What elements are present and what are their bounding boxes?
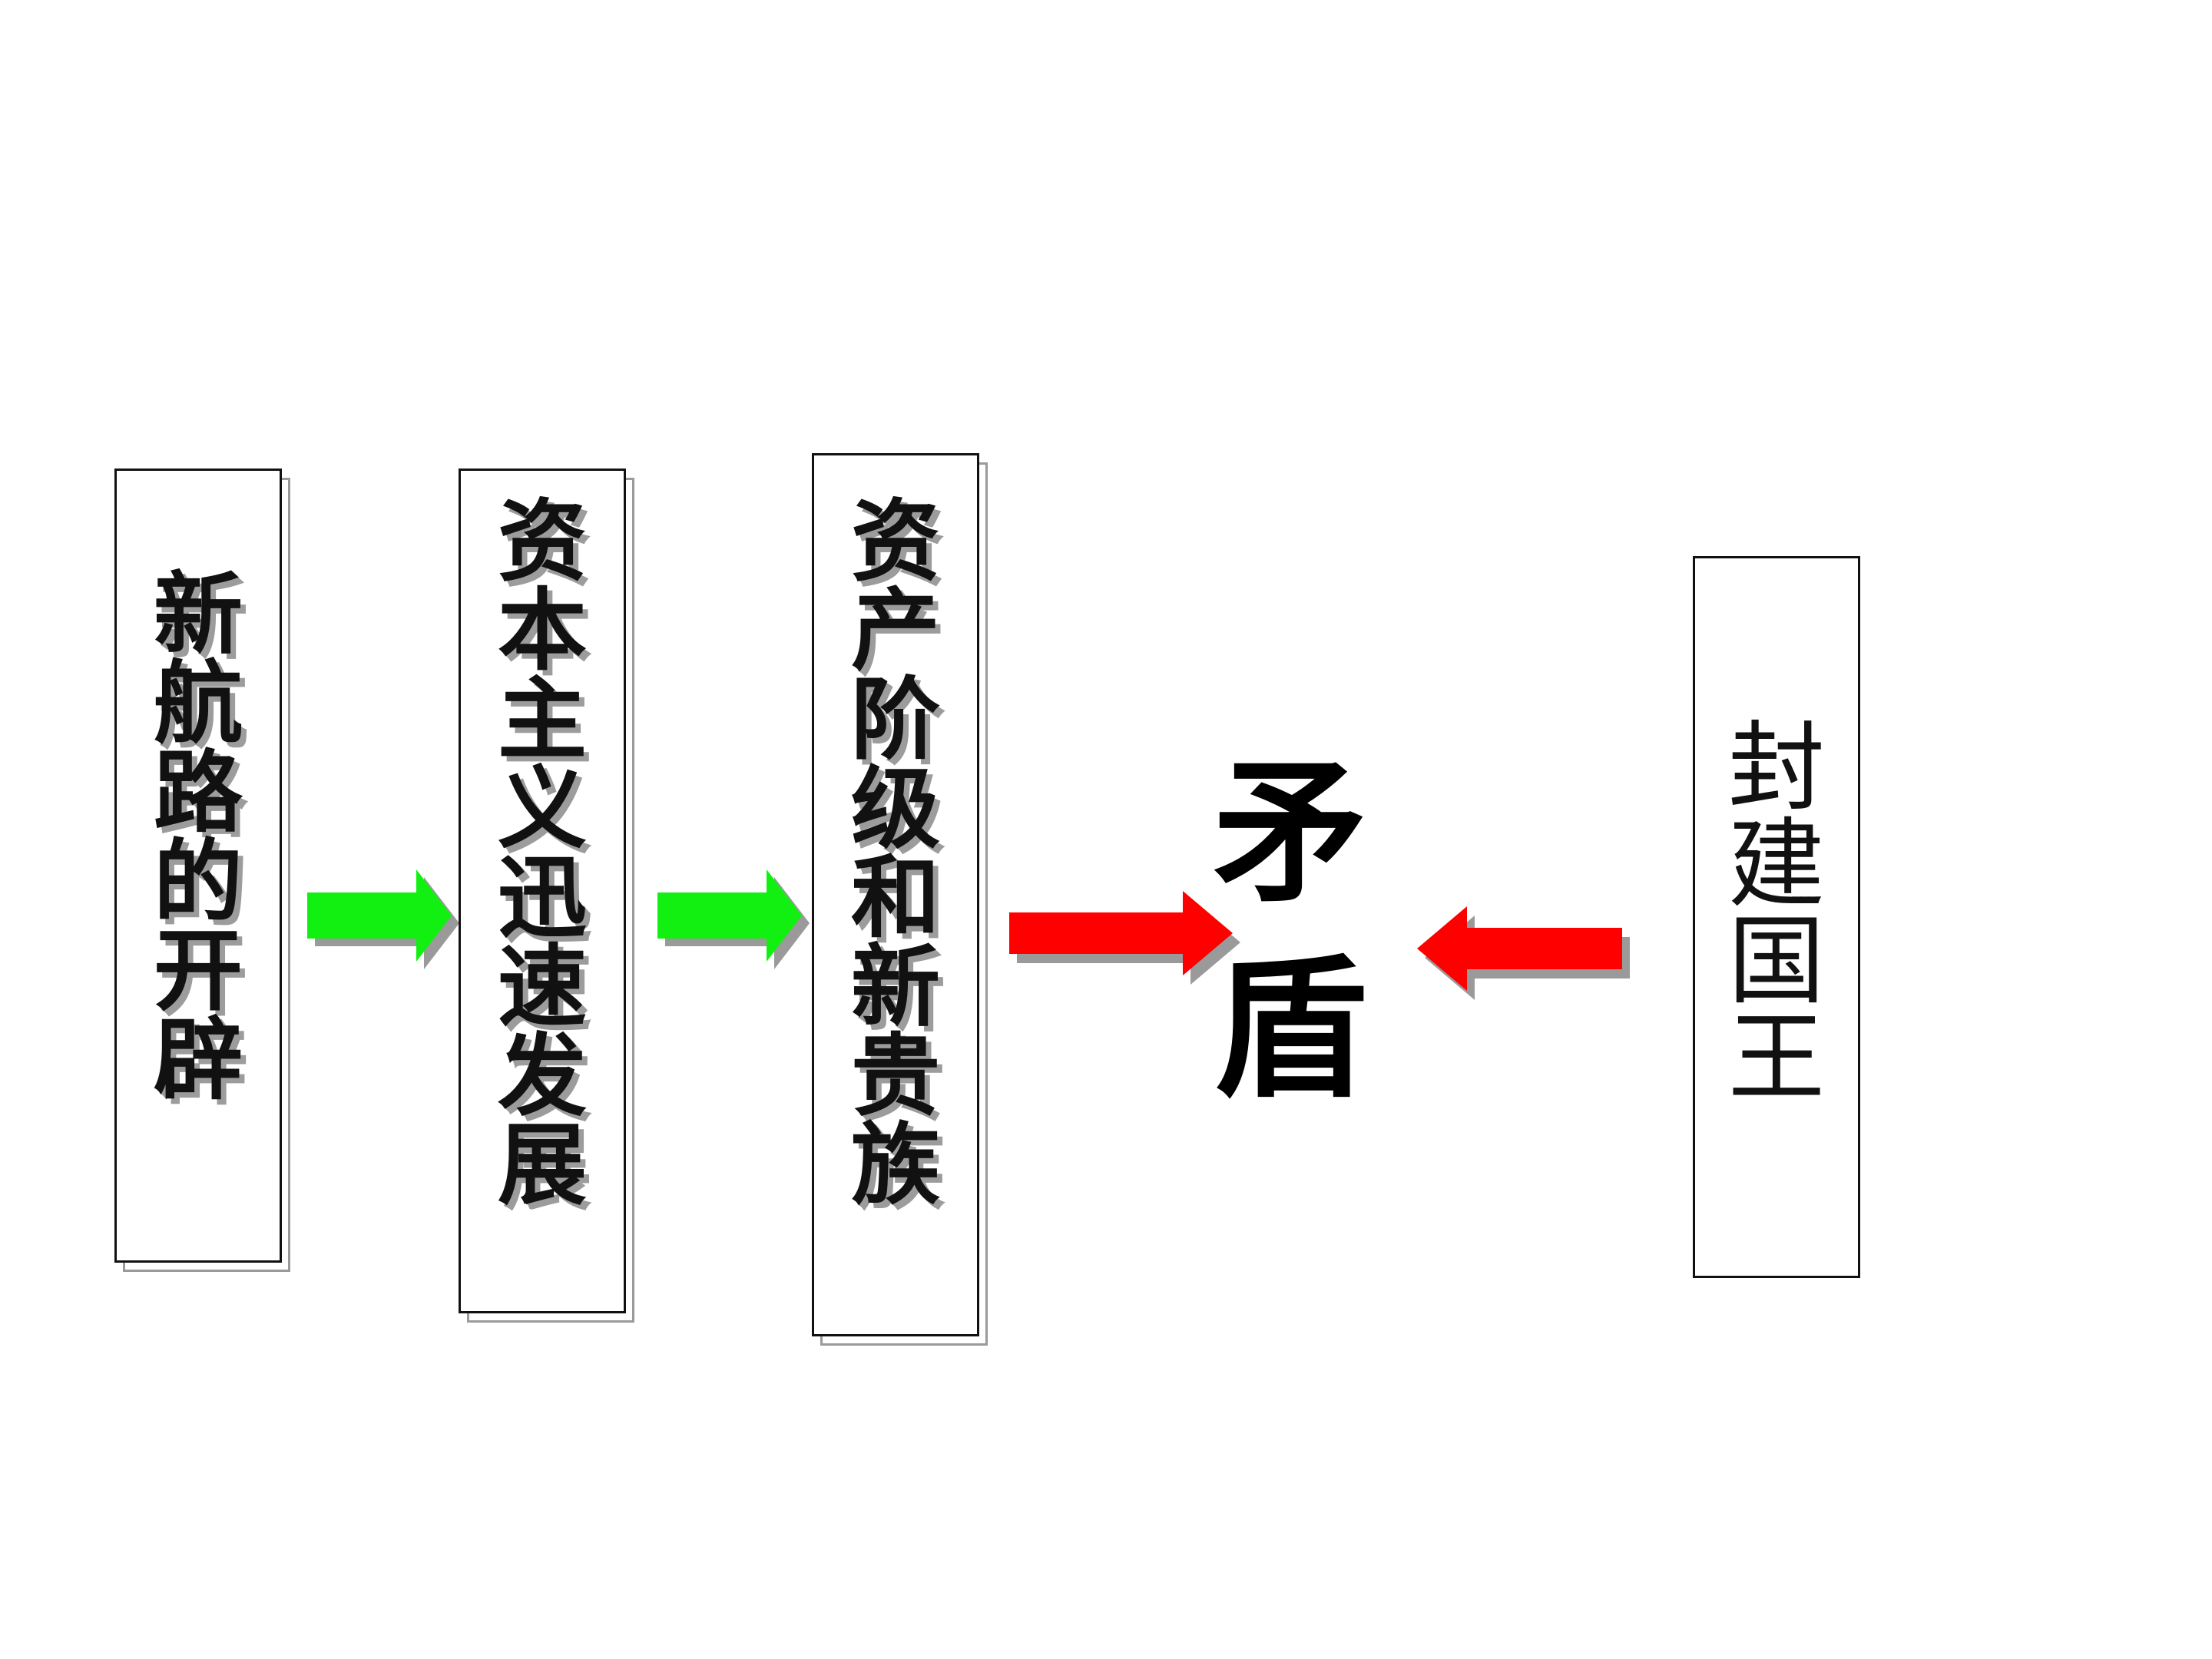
char: 封 xyxy=(1728,711,1825,824)
box-bourgeoisie: 资 产 阶 级 和 新 贵 族 xyxy=(812,453,979,1336)
char: 路 xyxy=(154,741,243,845)
box-bourgeoisie-text: 资 产 阶 级 和 新 贵 族 xyxy=(814,498,977,1210)
char: 产 xyxy=(851,579,940,683)
char: 级 xyxy=(851,757,940,861)
center-word-mao: 矛 xyxy=(1214,743,1368,923)
box-new-routes: 新 航 路 的 开 辟 xyxy=(114,469,282,1263)
char: 速 xyxy=(498,935,587,1039)
char: 国 xyxy=(1728,905,1825,1018)
box-capitalism-text: 资 本 主 义 迅 速 发 展 xyxy=(461,498,624,1210)
char: 王 xyxy=(1728,1002,1825,1114)
char: 辟 xyxy=(154,1008,243,1112)
char: 新 xyxy=(851,935,940,1039)
char: 本 xyxy=(498,579,587,683)
char: 展 xyxy=(498,1114,587,1217)
char: 阶 xyxy=(851,668,940,772)
char: 资 xyxy=(498,490,587,594)
green-arrow-2 xyxy=(657,869,802,962)
box-new-routes-text: 新 航 路 的 开 辟 xyxy=(117,571,280,1105)
green-arrow-1 xyxy=(307,869,452,962)
char: 迅 xyxy=(498,846,587,950)
char: 义 xyxy=(498,757,587,861)
char: 贵 xyxy=(851,1025,940,1128)
box-feudal-king: 封 建 国 王 xyxy=(1693,556,1860,1278)
char: 开 xyxy=(154,919,243,1023)
char: 和 xyxy=(851,846,940,950)
char: 资 xyxy=(851,490,940,594)
box-capitalism: 资 本 主 义 迅 速 发 展 xyxy=(459,469,626,1313)
box-feudal-king-text: 封 建 国 王 xyxy=(1695,720,1858,1107)
char: 航 xyxy=(154,652,243,756)
char: 发 xyxy=(498,1025,587,1128)
char: 新 xyxy=(154,563,243,667)
red-arrow-left xyxy=(1417,906,1622,991)
char: 建 xyxy=(1728,808,1825,921)
char: 主 xyxy=(498,668,587,772)
center-word-dun: 盾 xyxy=(1214,939,1368,1119)
char: 族 xyxy=(851,1114,940,1217)
red-arrow-right xyxy=(1009,891,1233,975)
char: 的 xyxy=(154,830,243,934)
